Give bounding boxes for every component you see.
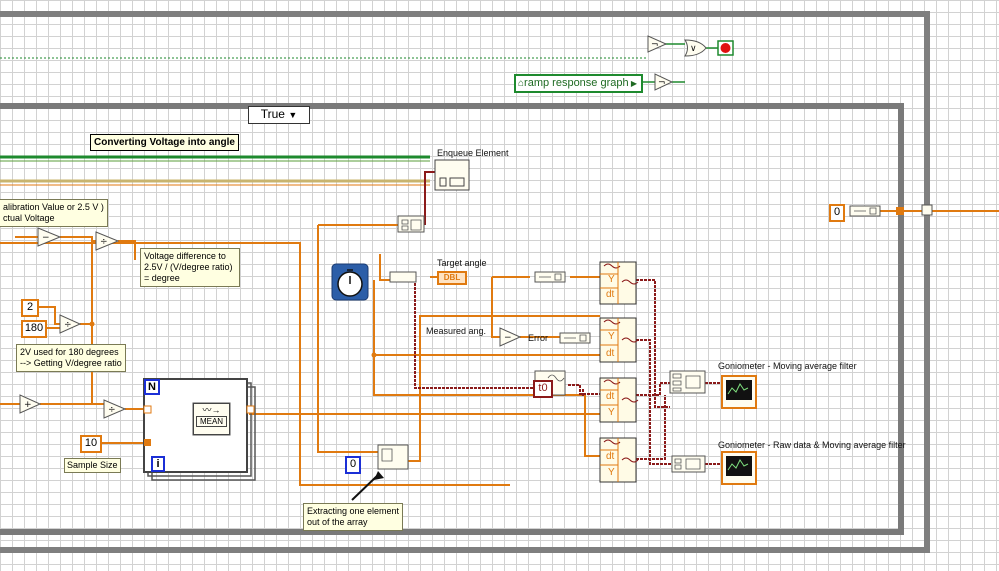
enqueue-label: Enqueue Element [437, 148, 509, 158]
stop-icon [720, 43, 731, 53]
target-angle-control[interactable]: DBL [437, 271, 467, 285]
wave-row-dt-3: dt [606, 391, 615, 402]
graph-icon [726, 380, 752, 400]
svg-text:¬: ¬ [651, 40, 659, 50]
svg-text:÷: ÷ [100, 237, 108, 247]
mean-node[interactable]: 〰→ MEAN [193, 403, 230, 435]
svg-text:−: − [504, 333, 512, 343]
chevron-down-icon: ▼ [288, 110, 298, 120]
svg-text:¬: ¬ [658, 78, 666, 88]
subtract-node [37, 227, 62, 247]
or-node [684, 39, 707, 57]
case-selector-value: True [260, 107, 285, 121]
ramp-response-graph-ref[interactable]: ⌂ramp response graph ▶ [514, 74, 643, 93]
graph-moving-avg-label: Goniometer - Moving average filter [718, 361, 857, 371]
index-constant[interactable]: 0 [345, 456, 361, 474]
constant-2[interactable]: 2 [21, 299, 39, 317]
svg-text:−: − [42, 233, 50, 243]
sample-size-control[interactable]: 10 [80, 435, 102, 453]
house-icon: ⌂ [518, 78, 525, 89]
arrow-icon [374, 471, 384, 480]
wave-row-dt-1: dt [606, 289, 615, 300]
increment-node [19, 394, 42, 414]
loop-iteration-terminal: i [151, 456, 165, 472]
loop-count-terminal: N [144, 379, 160, 395]
constant-180[interactable]: 180 [21, 320, 47, 338]
comment-2v: 2V used for 180 degrees --> Getting V/de… [16, 344, 126, 372]
shift-register-init[interactable]: 0 [829, 204, 845, 222]
case-structure-frame [0, 103, 904, 535]
wave-row-y-1: Y [608, 274, 615, 285]
graph-icon [726, 456, 752, 476]
t0-constant[interactable]: t0 [533, 380, 553, 398]
divide-node [59, 314, 82, 334]
arrow-right-icon: ▶ [628, 79, 637, 88]
not-node [654, 73, 674, 91]
wave-row-y-4: Y [608, 467, 615, 478]
comment-extracting: Extracting one element out of the array [303, 503, 404, 531]
ramp-graph-label: ramp response graph [524, 77, 629, 89]
comment-calibration: alibration Value or 2.5 V ) ctual Voltag… [0, 199, 108, 227]
wave-row-y-3: Y [608, 407, 615, 418]
divide-node [95, 231, 120, 251]
sample-size-label: Sample Size [64, 458, 121, 473]
while-loop-frame [0, 11, 930, 553]
error-label: Error [528, 333, 548, 343]
measured-angle-label: Measured ang. [426, 326, 487, 336]
svg-text:÷: ÷ [108, 405, 116, 415]
svg-text:+: + [24, 400, 32, 410]
case-selector[interactable]: True ▼ [248, 106, 310, 124]
wave-row-dt-2: dt [606, 348, 615, 359]
wave-row-y-2: Y [608, 331, 615, 342]
comment-converting: Converting Voltage into angle [90, 134, 239, 151]
target-angle-label: Target angle [437, 258, 487, 268]
comment-voltage-diff: Voltage difference to 2.5V / (V/degree r… [140, 248, 240, 287]
graph-raw-label: Goniometer - Raw data & Moving average f… [718, 440, 906, 450]
wave-row-dt-4: dt [606, 451, 615, 462]
divide-node [103, 399, 127, 419]
svg-text:÷: ÷ [64, 320, 72, 330]
not-node [647, 35, 668, 53]
svg-text:∨: ∨ [690, 44, 697, 54]
subtract-node [499, 327, 522, 347]
